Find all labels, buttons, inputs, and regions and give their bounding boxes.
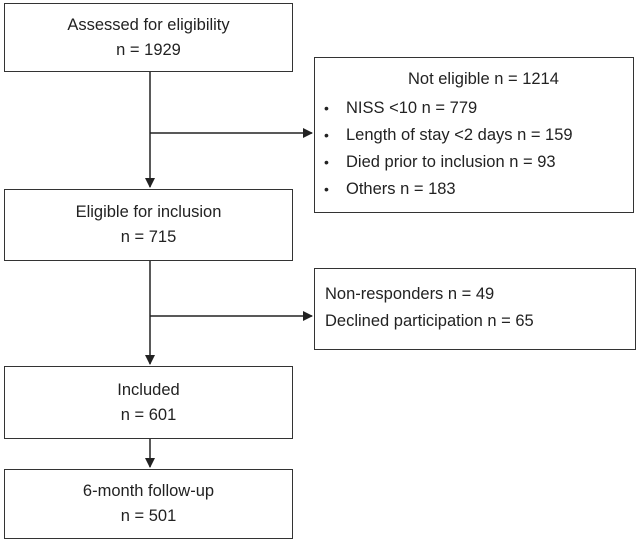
not-eligible-box: Not eligible n = 1214 • NISS <10 n = 779 …	[314, 57, 634, 213]
followup-box: 6-month follow-up n = 501	[4, 469, 293, 539]
bullet-icon: •	[324, 154, 329, 170]
included-box: Included n = 601	[4, 366, 293, 439]
included-count: n = 601	[120, 405, 177, 424]
non-responders-text: Non-responders n = 49	[325, 285, 495, 303]
assessed-box: Assessed for eligibility n = 1929	[4, 3, 293, 72]
bullet-icon: •	[324, 100, 329, 116]
not-eligible-reason: NISS <10 n = 779	[346, 99, 478, 117]
eligible-count: n = 715	[120, 228, 177, 246]
eligible-box: Eligible for inclusion n = 715	[4, 189, 293, 261]
included-label: Included	[117, 380, 180, 399]
exclusions-box: Non-responders n = 49 Declined participa…	[314, 268, 636, 350]
not-eligible-title: Not eligible n = 1214	[408, 70, 559, 88]
not-eligible-list: • NISS <10 n = 779 • Length of stay <2 day…	[324, 95, 573, 203]
followup-label: 6-month follow-up	[82, 482, 215, 500]
list-item: • NISS <10 n = 779	[324, 95, 573, 122]
list-item: • Died prior to inclusion n = 93	[324, 149, 573, 176]
not-eligible-reason: Length of stay <2 days n = 159	[346, 126, 573, 144]
exclusions-lines: Non-responders n = 49 Declined participa…	[325, 281, 534, 335]
not-eligible-reason: Died prior to inclusion n = 93	[346, 153, 556, 171]
list-item: • Others n = 183	[324, 176, 573, 203]
bullet-icon: •	[324, 127, 329, 143]
assessed-count: n = 1929	[116, 40, 181, 59]
eligible-label: Eligible for inclusion	[75, 203, 222, 221]
bullet-icon: •	[324, 181, 329, 197]
assessed-label: Assessed for eligibility	[67, 15, 230, 34]
list-item: • Length of stay <2 days n = 159	[324, 122, 573, 149]
not-eligible-reason: Others n = 183	[346, 180, 456, 198]
followup-count: n = 501	[120, 507, 177, 525]
declined-participation-text: Declined participation n = 65	[325, 312, 534, 330]
